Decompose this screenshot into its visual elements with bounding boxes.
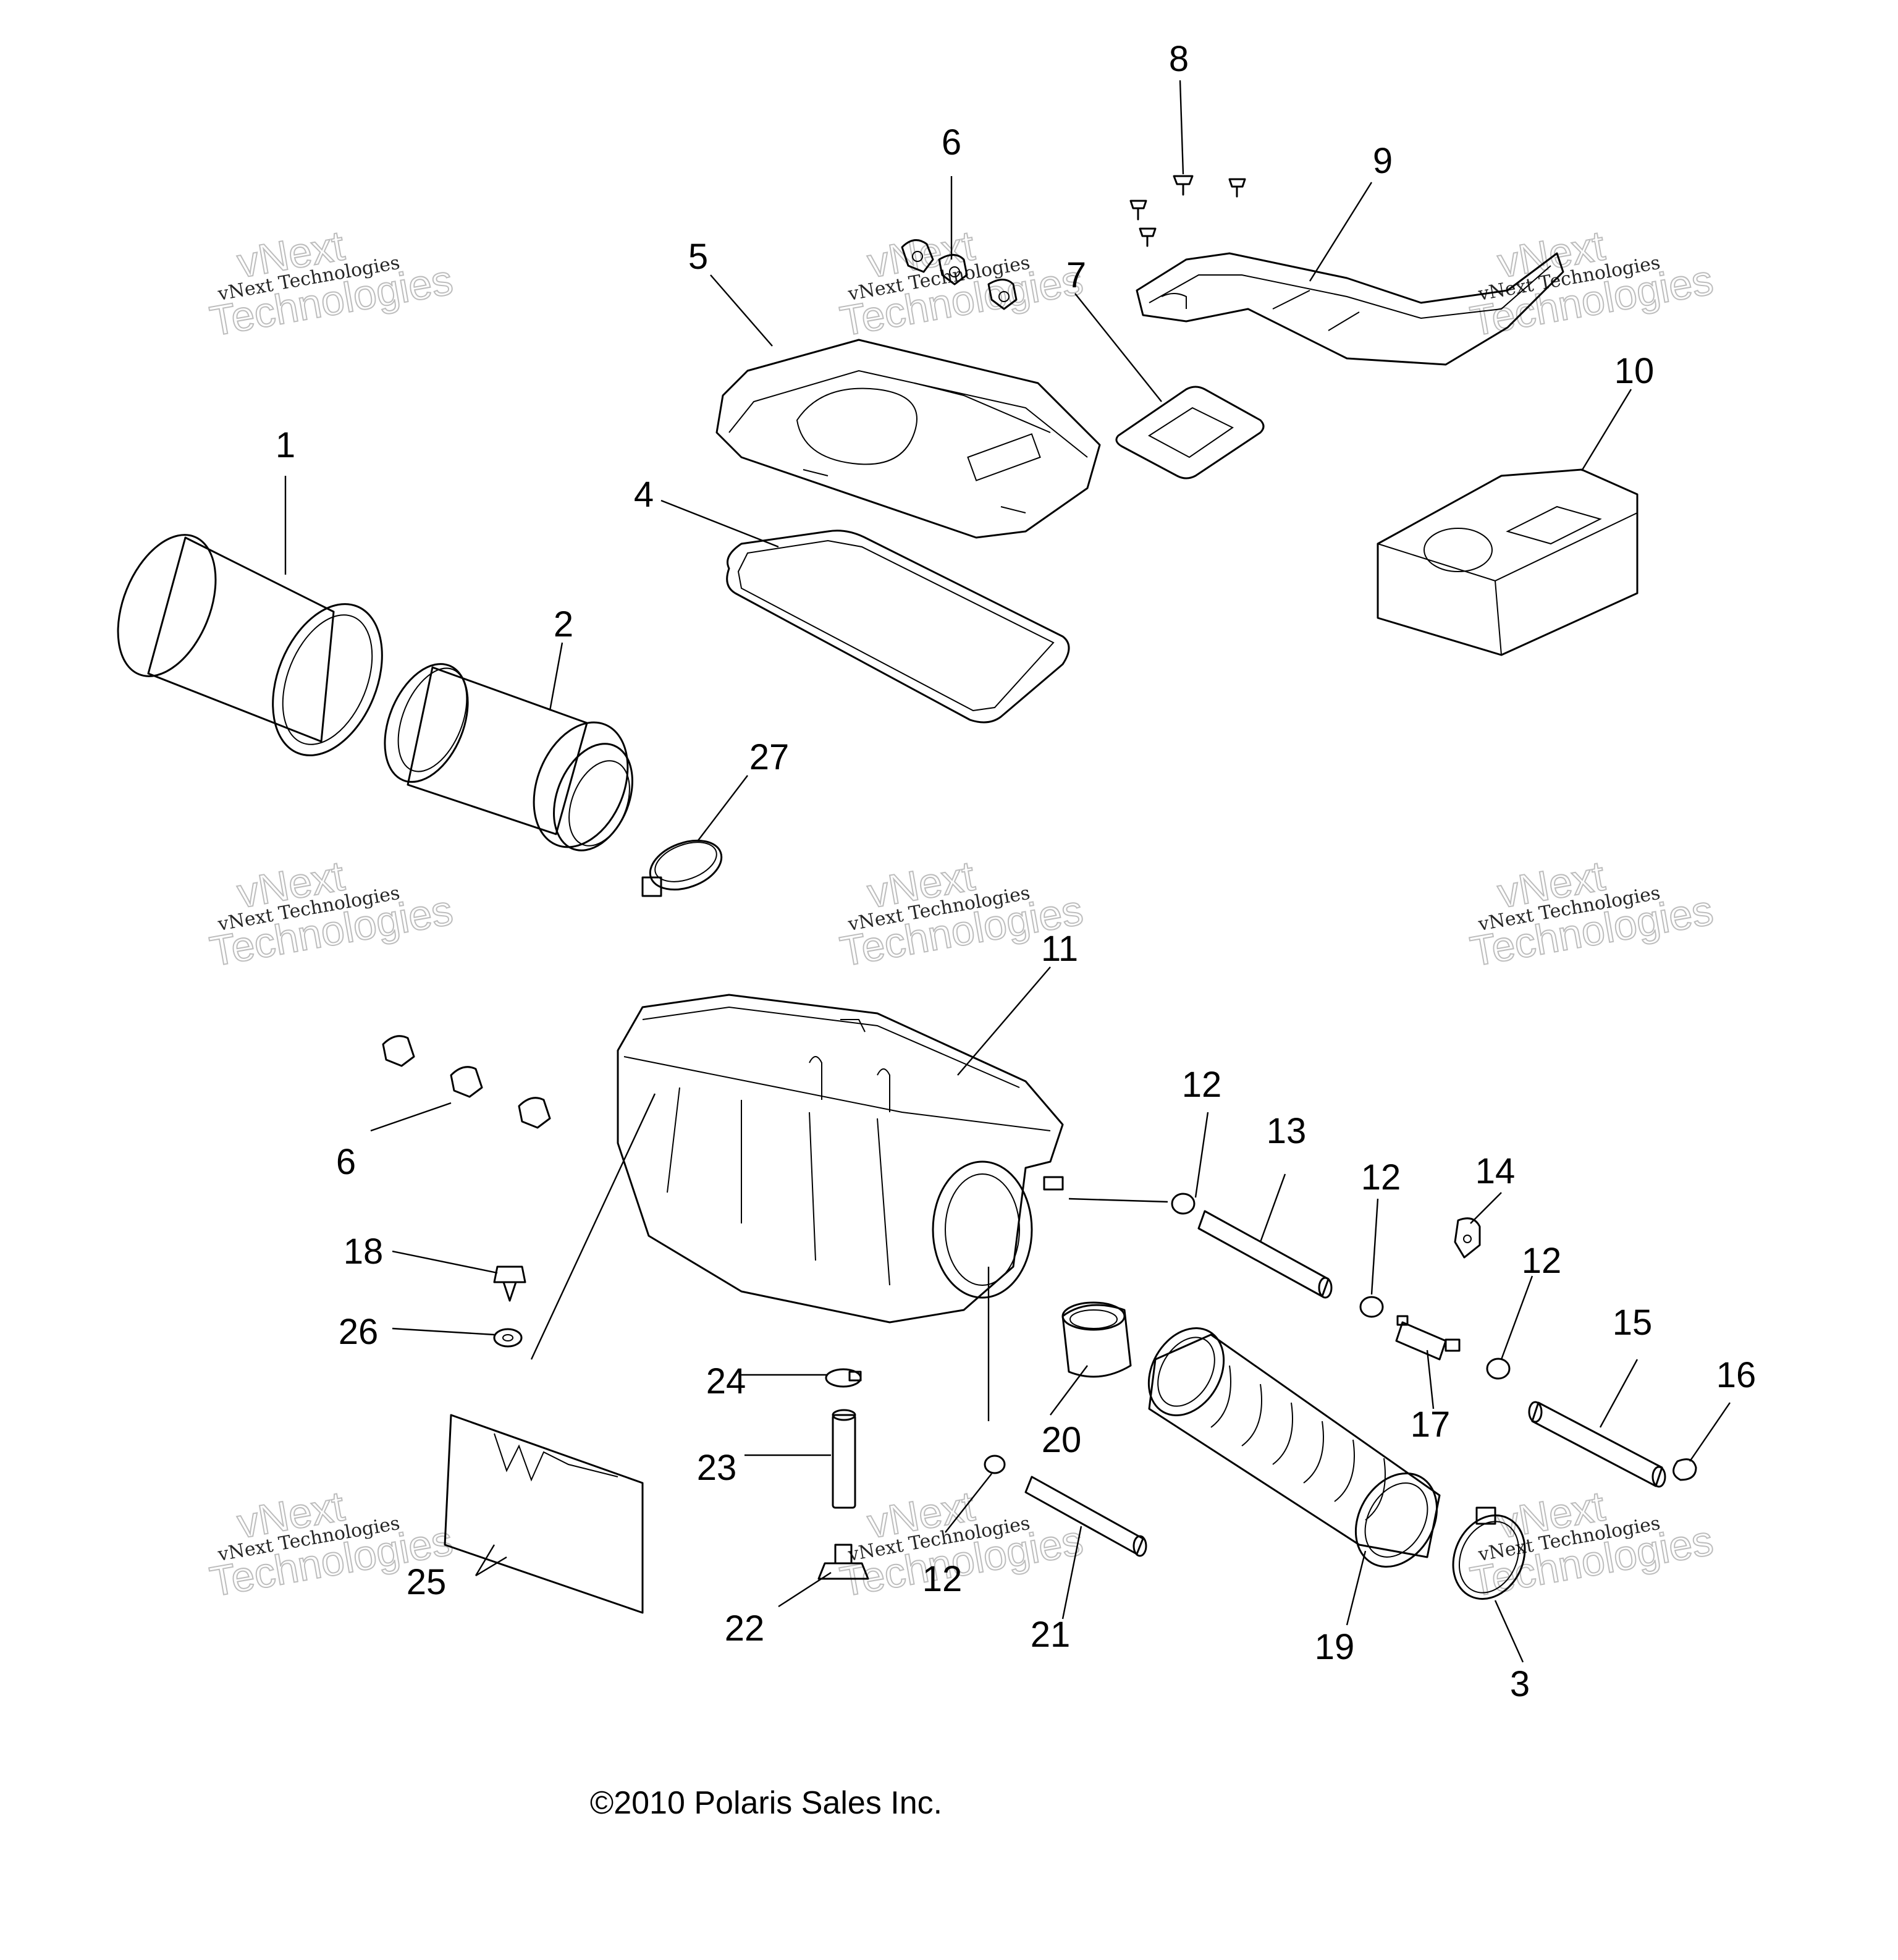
part-5-airbox-lid	[715, 339, 1101, 539]
part-12-clamp	[1171, 1193, 1196, 1215]
watermark: vNext vNext Technologies Technologies	[836, 221, 1087, 345]
callout-2: 2	[554, 604, 573, 644]
callout-14: 14	[1475, 1151, 1516, 1191]
watermark: vNext vNext Technologies Technologies	[206, 851, 457, 976]
callout-12-c: 12	[1522, 1241, 1562, 1281]
part-20-coupler	[1061, 1301, 1132, 1378]
callout-5: 5	[688, 237, 708, 277]
callout-20: 20	[1042, 1420, 1082, 1460]
callout-24: 24	[706, 1361, 746, 1401]
part-17-sensor	[1395, 1315, 1461, 1361]
part-8-screws	[1129, 175, 1246, 247]
callout-9: 9	[1373, 141, 1393, 181]
part-12-clamp	[984, 1455, 1006, 1474]
callout-labels: 1 2 3 4 5 6 6 7 8 9 10 11 12 12 12 12 13…	[276, 39, 1756, 1704]
part-16-clip	[1672, 1458, 1697, 1481]
callout-3: 3	[1510, 1664, 1530, 1704]
part-27-clamp	[641, 839, 723, 897]
part-7-gasket	[1115, 386, 1265, 479]
watermark: vNext vNext Technologies Technologies	[1466, 1482, 1717, 1606]
part-6-clips-left	[382, 1035, 551, 1129]
copyright-text: ©2010 Polaris Sales Inc.	[590, 1785, 942, 1821]
callout-27: 27	[749, 737, 790, 777]
callout-26: 26	[339, 1312, 379, 1352]
part-12-clamp	[1486, 1358, 1511, 1380]
callout-4: 4	[634, 475, 654, 515]
watermark: vNext vNext Technologies Technologies	[206, 221, 457, 345]
leader-lines	[284, 80, 1731, 1663]
part-14-bracket	[1454, 1217, 1481, 1259]
part-22-drain	[817, 1544, 869, 1580]
part-21-hose	[1024, 1476, 1147, 1557]
watermark: vNext vNext Technologies Technologies	[1466, 221, 1717, 345]
callout-11: 11	[1041, 929, 1078, 969]
callout-6-lower: 6	[336, 1142, 356, 1182]
part-15-hose	[1528, 1401, 1666, 1488]
callout-15: 15	[1613, 1303, 1653, 1343]
callout-23: 23	[697, 1448, 737, 1488]
part-13-hose	[1197, 1210, 1333, 1299]
callout-8: 8	[1169, 39, 1189, 79]
callout-12-b: 12	[1361, 1157, 1401, 1198]
part-1-prefilter	[117, 534, 383, 756]
watermark: vNext vNext Technologies Technologies	[1466, 851, 1717, 976]
callout-7: 7	[1066, 255, 1086, 295]
part-4-gasket	[726, 530, 1070, 724]
callout-6: 6	[942, 122, 961, 163]
part-25-baffle	[444, 1414, 644, 1614]
part-19-intake-boot	[1147, 1327, 1441, 1568]
callout-12-a: 12	[1182, 1065, 1222, 1105]
callout-12-d: 12	[922, 1559, 963, 1599]
part-23-hose	[832, 1409, 856, 1509]
part-11-airbox-base	[617, 994, 1064, 1324]
callout-19: 19	[1315, 1627, 1355, 1667]
callout-22: 22	[725, 1608, 765, 1649]
callout-10: 10	[1614, 351, 1655, 391]
part-10-cover	[1377, 468, 1639, 656]
part-2-air-filter	[384, 663, 633, 851]
callout-16: 16	[1716, 1355, 1757, 1395]
part-18-bolt	[493, 1265, 526, 1302]
part-26-washer	[493, 1328, 523, 1348]
callout-21: 21	[1031, 1615, 1071, 1655]
part-12-clamp	[1359, 1296, 1384, 1318]
part-9-intake-duct	[1136, 252, 1564, 366]
callout-18: 18	[344, 1231, 384, 1272]
callout-13: 13	[1267, 1111, 1307, 1151]
part-6-clips-top	[901, 239, 1018, 310]
part-24-clamp	[825, 1368, 862, 1388]
part-3-clamp	[1452, 1506, 1526, 1600]
callout-25: 25	[407, 1562, 447, 1602]
callout-17: 17	[1411, 1405, 1451, 1445]
callout-1: 1	[276, 425, 295, 465]
